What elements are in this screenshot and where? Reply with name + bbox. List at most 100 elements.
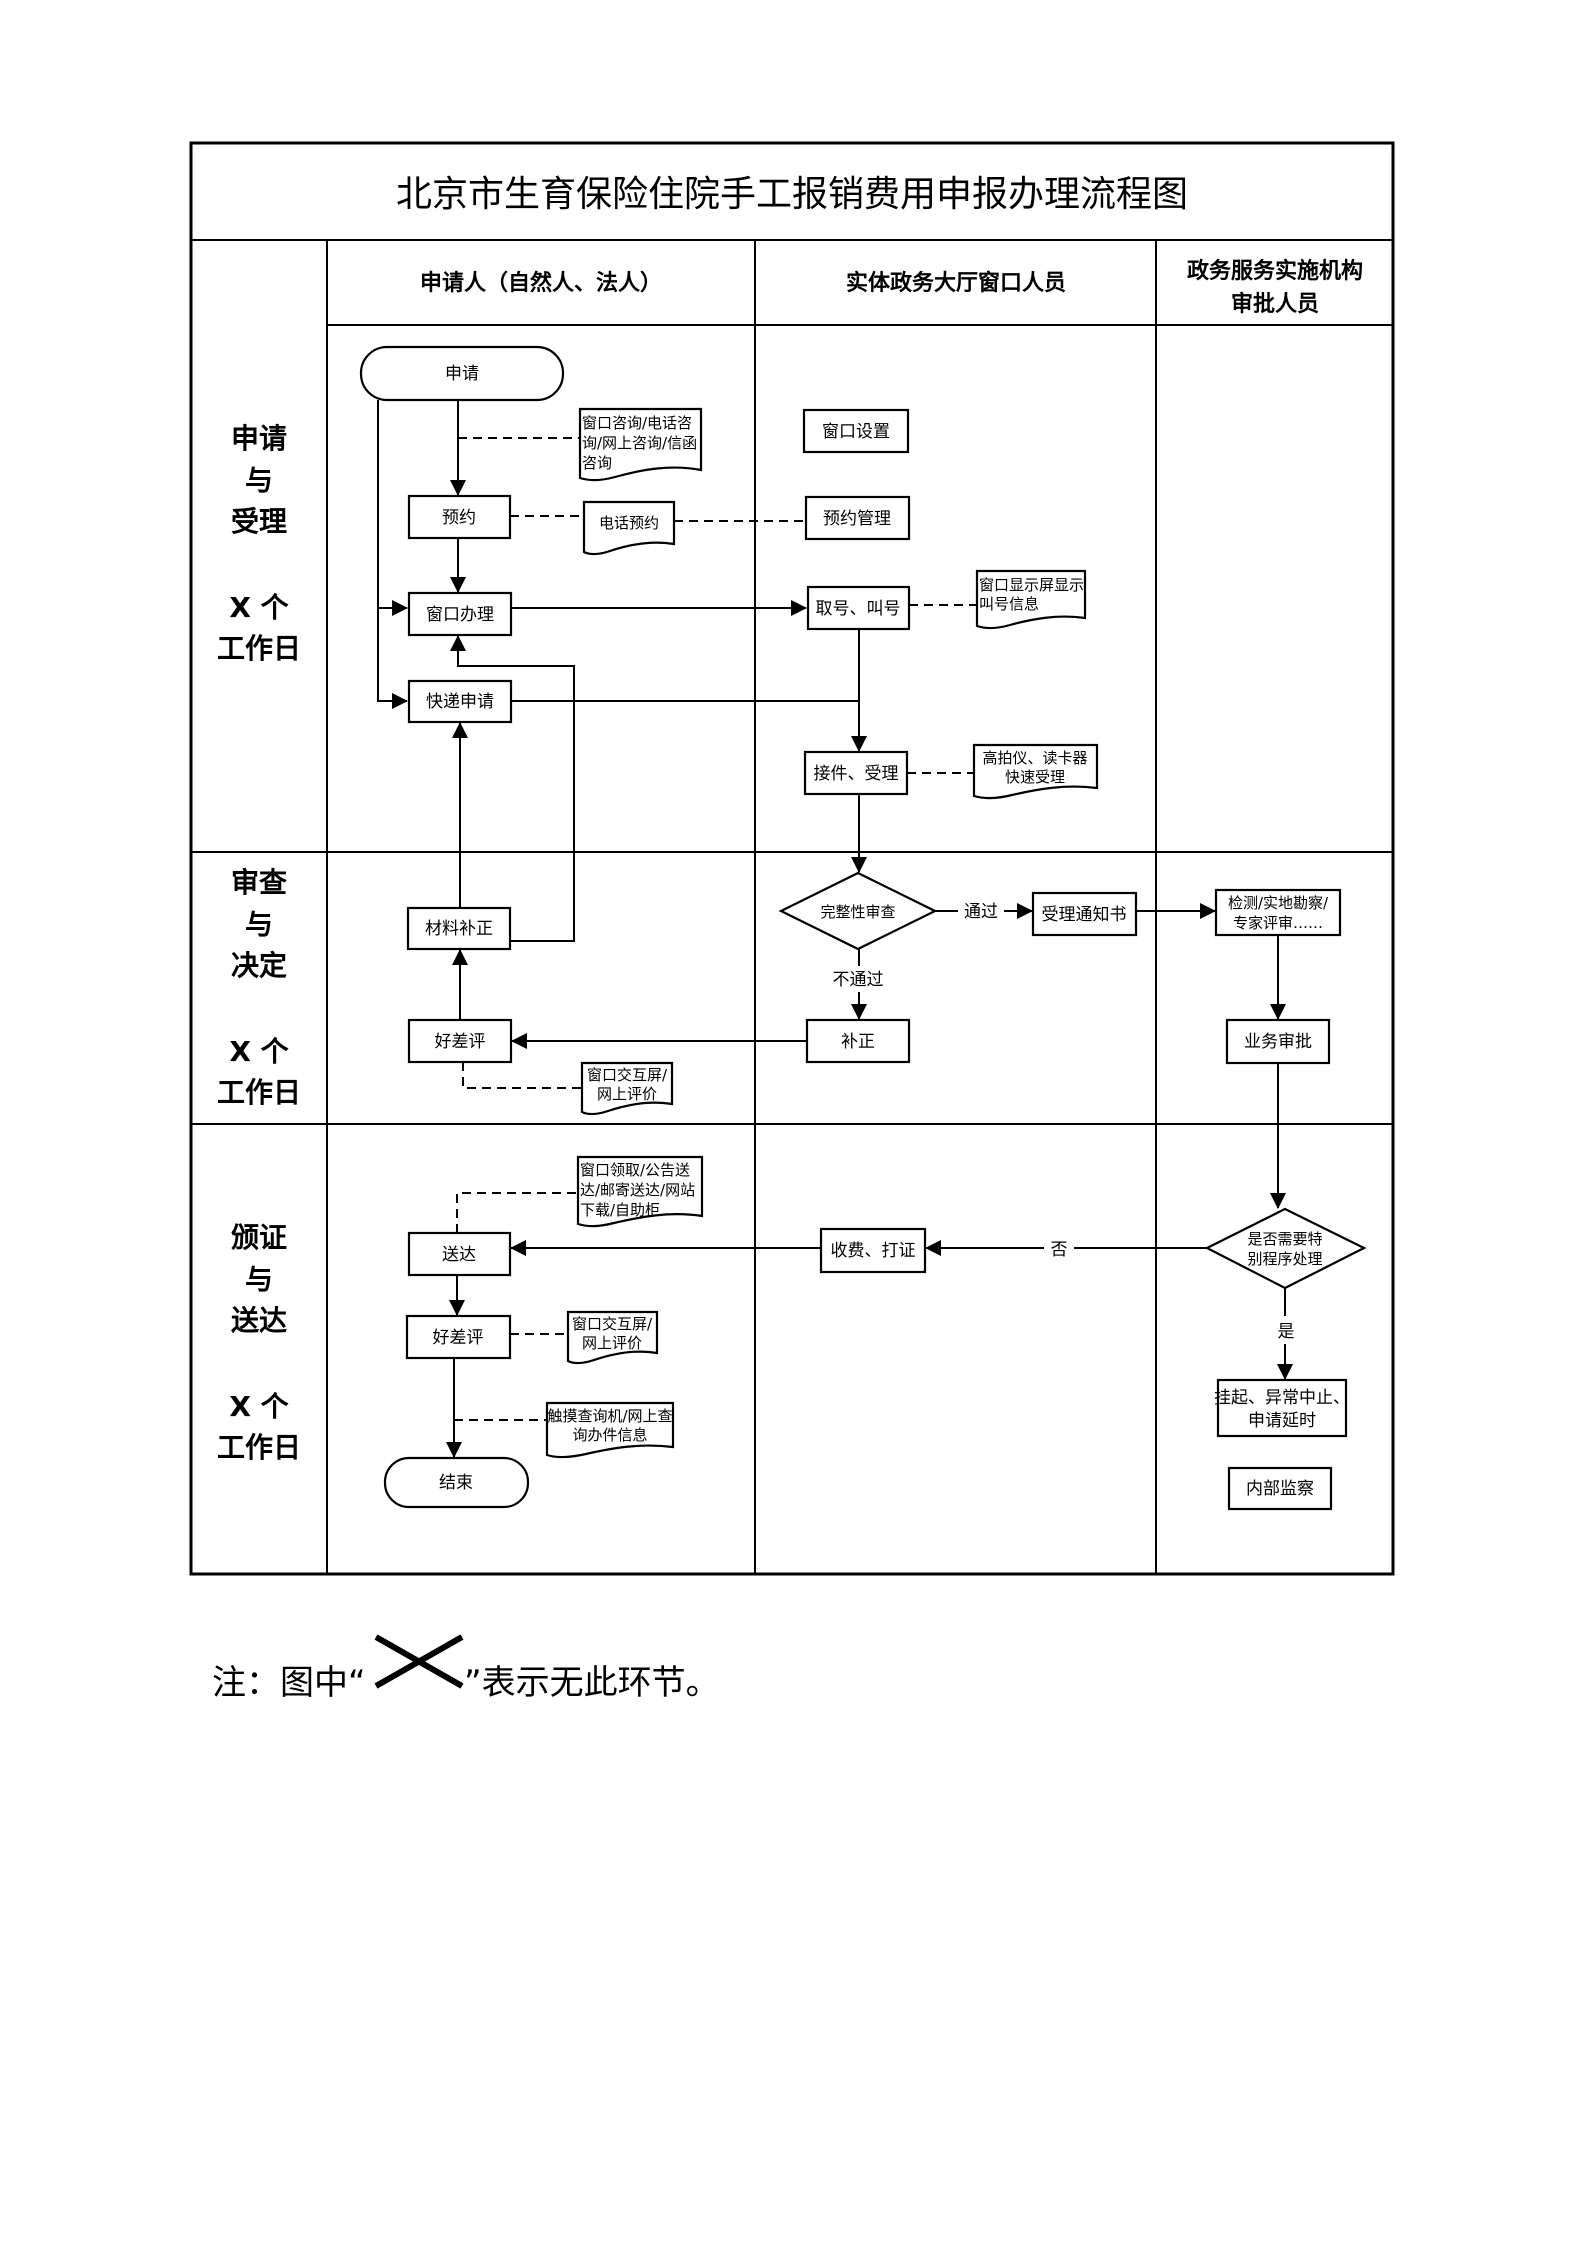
node-label: 预约管理 xyxy=(823,509,891,529)
lane-label-line: 送达 xyxy=(231,1304,287,1337)
node-label: 是否需要特 xyxy=(1247,1230,1322,1248)
doc-line: 网上评价 xyxy=(597,1085,657,1103)
node-express-apply[interactable]: 快递申请 xyxy=(407,679,513,724)
node-internal-supervision[interactable]: 内部监察 xyxy=(1227,1466,1333,1511)
lane-label-line: 审查 xyxy=(231,866,287,899)
process-shape xyxy=(406,906,512,951)
column-header-approver-line2: 审批人员 xyxy=(1231,291,1319,317)
lane-label-line: 工作日 xyxy=(217,632,301,665)
node-completeness-check[interactable]: 完整性审查 xyxy=(778,871,938,951)
process-shape xyxy=(1216,1378,1348,1438)
document-shape xyxy=(975,569,1087,630)
doc-line: 询/网上咨询/信函 xyxy=(582,434,697,452)
node-take-call-number[interactable]: 取号、叫号 xyxy=(806,585,911,631)
node-window-setup[interactable]: 窗口设置 xyxy=(802,408,910,454)
doc-line: 下载/自助柜 xyxy=(580,1201,660,1219)
node-rating-1[interactable]: 好差评 xyxy=(407,1018,513,1064)
doc-line: 窗口领取/公告送 xyxy=(580,1161,690,1179)
dashed-delivery-channels xyxy=(456,1192,578,1233)
process-shape xyxy=(407,591,513,637)
document-shape xyxy=(580,1061,674,1116)
node-label: 业务审批 xyxy=(1244,1032,1312,1052)
lane-label-line: X 个 xyxy=(229,1035,289,1068)
node-label: 别程序处理 xyxy=(1247,1250,1322,1268)
node-correction[interactable]: 补正 xyxy=(805,1018,911,1064)
column-header-applicant: 申请人（自然人、法人） xyxy=(420,270,662,296)
lane-label-line: 与 xyxy=(245,464,273,497)
node-label: 好差评 xyxy=(435,1032,486,1052)
node-fee-certificate[interactable]: 收费、打证 xyxy=(819,1227,927,1274)
process-shape xyxy=(819,1227,927,1274)
node-suspend[interactable]: 挂起、异常中止、 申请延时 xyxy=(1214,1378,1350,1438)
process-shape xyxy=(805,1018,911,1064)
lane-label-delivery: 颁证 与 送达 X 个 工作日 xyxy=(217,1221,301,1464)
node-delivery[interactable]: 送达 xyxy=(407,1231,512,1277)
label-bg xyxy=(958,898,1004,924)
doc-rating-channel-2: 窗口交互屏/ 网上评价 xyxy=(566,1310,659,1365)
process-shape xyxy=(1225,1018,1331,1065)
doc-query-info: 触摸查询机/网上查 询办件信息 xyxy=(545,1401,675,1459)
cross-icon xyxy=(374,1634,464,1689)
node-end[interactable]: 结束 xyxy=(383,1456,530,1509)
node-label: 好差评 xyxy=(433,1328,484,1348)
doc-line: 电话预约 xyxy=(599,514,659,532)
edge-label-pass: 通过 xyxy=(964,902,998,922)
doc-line: 叫号信息 xyxy=(979,595,1039,613)
dashed-rating1-channel xyxy=(462,1062,582,1089)
node-acceptance-notice[interactable]: 受理通知书 xyxy=(1031,891,1138,937)
node-material-supplement[interactable]: 材料补正 xyxy=(406,906,512,951)
node-business-approval[interactable]: 业务审批 xyxy=(1225,1018,1331,1065)
process-shape xyxy=(407,494,512,540)
lane-label-line: 申请 xyxy=(231,422,287,455)
edge-label-yes: 是 xyxy=(1278,1322,1295,1342)
lane-label-review: 审查 与 决定 X 个 工作日 xyxy=(217,866,301,1109)
node-label: 检测/实地勘察/ xyxy=(1228,894,1329,912)
lane-label-line: X 个 xyxy=(229,591,289,624)
node-window-handling[interactable]: 窗口办理 xyxy=(407,591,513,637)
doc-rating-channel-1: 窗口交互屏/ 网上评价 xyxy=(580,1061,674,1116)
node-label: 受理通知书 xyxy=(1042,905,1127,925)
edge-label-fail: 不通过 xyxy=(833,970,884,990)
doc-fast-accept: 高拍仪、读卡器 快速受理 xyxy=(972,743,1099,800)
document-shape xyxy=(576,1155,704,1228)
node-reservation-management[interactable]: 预约管理 xyxy=(804,495,911,541)
process-shape xyxy=(802,408,910,454)
node-rating-2[interactable]: 好差评 xyxy=(405,1314,512,1360)
node-receive-accept[interactable]: 接件、受理 xyxy=(803,750,909,796)
process-shape xyxy=(407,679,513,724)
edge-start-express xyxy=(377,400,408,709)
edge-supplement-window xyxy=(450,635,575,942)
lane-label-line: 颁证 xyxy=(231,1221,287,1254)
connectors xyxy=(377,400,1300,1458)
lane-label-line: 工作日 xyxy=(217,1431,301,1464)
footnote-suffix: ”表示无此环节。 xyxy=(464,1663,720,1703)
node-reservation[interactable]: 预约 xyxy=(407,494,512,540)
process-shape xyxy=(407,1018,513,1064)
document-shape xyxy=(566,1310,659,1365)
doc-line: 窗口交互屏/ xyxy=(572,1315,653,1333)
node-label: 窗口办理 xyxy=(426,605,494,625)
node-label: 取号、叫号 xyxy=(816,599,901,619)
label-bg xyxy=(825,966,891,992)
document-shape xyxy=(578,407,703,482)
node-label: 结束 xyxy=(439,1473,473,1493)
node-start[interactable]: 申请 xyxy=(359,345,565,402)
process-shape xyxy=(1214,888,1342,937)
node-inspection[interactable]: 检测/实地勘察/ 专家评审…… xyxy=(1214,888,1342,937)
label-bg xyxy=(1044,1235,1074,1261)
node-special-procedure[interactable]: 是否需要特 别程序处理 xyxy=(1204,1207,1367,1290)
lane-label-line: 工作日 xyxy=(217,1076,301,1109)
doc-line: 高拍仪、读卡器 xyxy=(982,749,1087,767)
doc-call-display: 窗口显示屏显示 叫号信息 xyxy=(975,569,1087,630)
node-label: 收费、打证 xyxy=(831,1241,916,1261)
node-label: 快递申请 xyxy=(426,692,494,712)
lane-label-line: 与 xyxy=(245,1263,273,1296)
column-header-window-staff: 实体政务大厅窗口人员 xyxy=(846,270,1066,296)
doc-line: 询办件信息 xyxy=(572,1426,647,1444)
page-title: 北京市生育保险住院手工报销费用申报办理流程图 xyxy=(396,174,1188,215)
doc-line: 窗口交互屏/ xyxy=(587,1066,668,1084)
doc-line: 咨询 xyxy=(582,454,612,472)
decision-shape xyxy=(1204,1207,1367,1290)
terminator-shape xyxy=(383,1456,530,1509)
